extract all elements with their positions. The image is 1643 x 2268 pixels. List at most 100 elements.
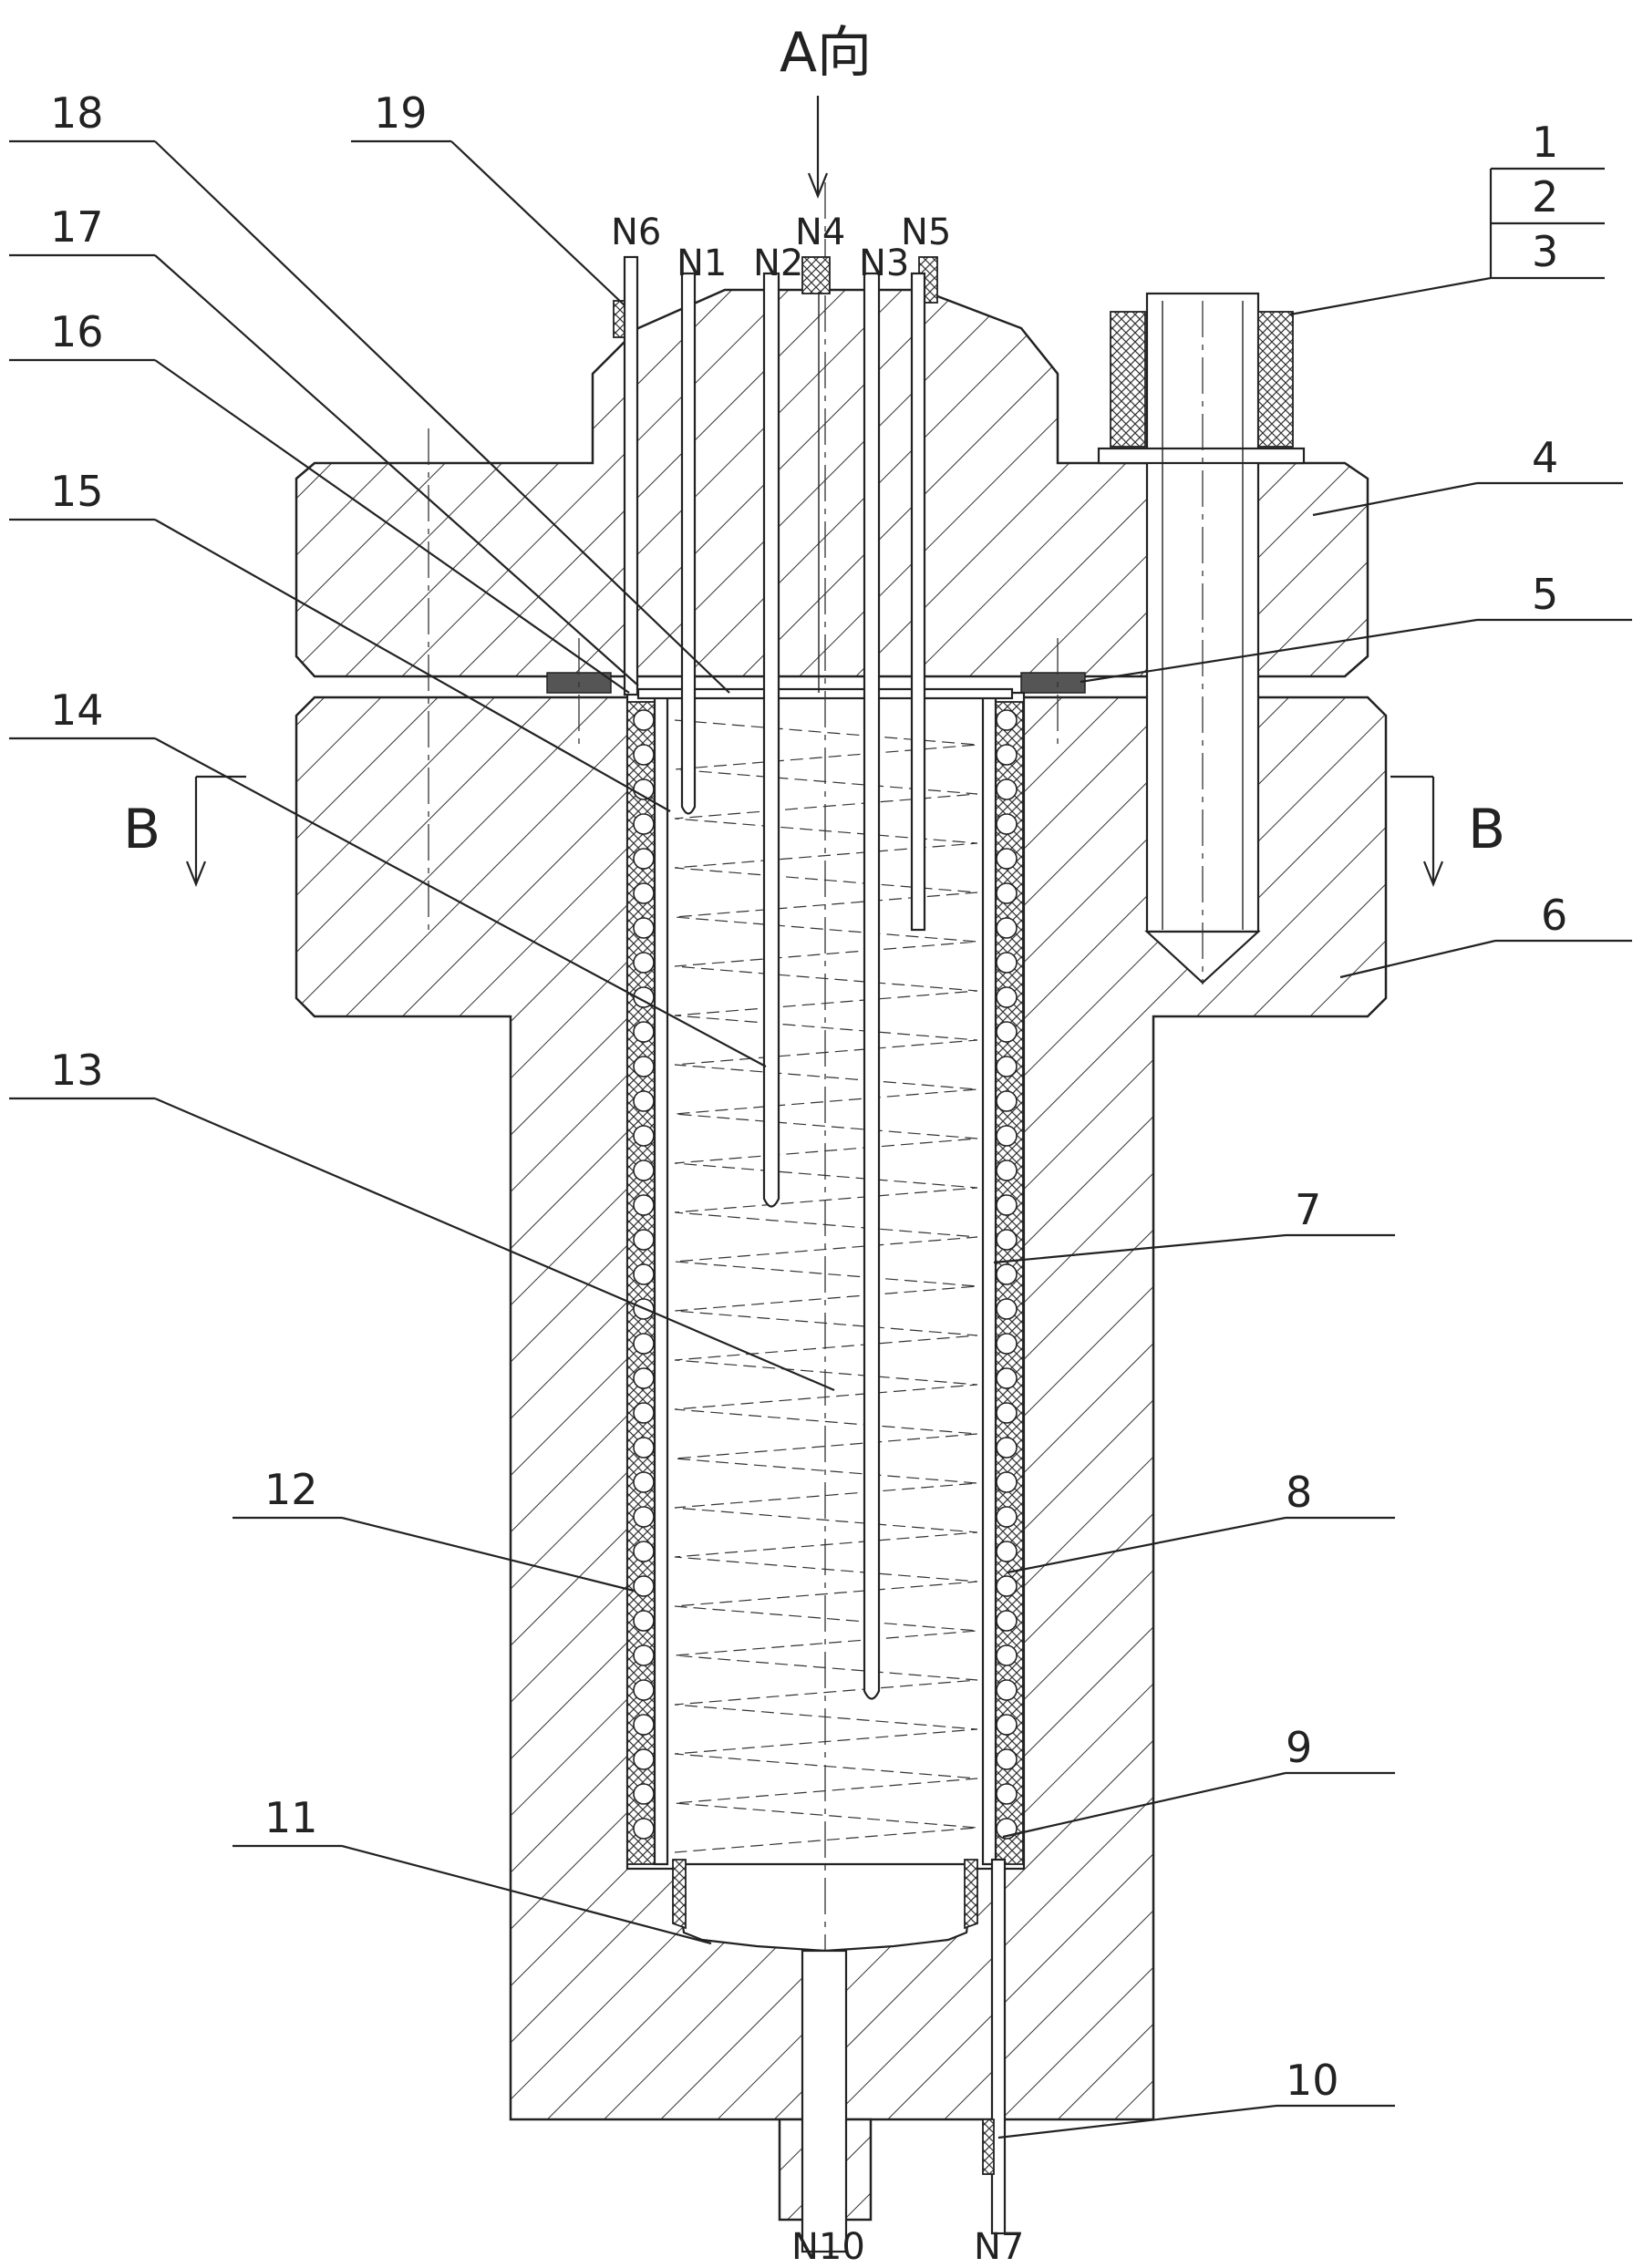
heating-coil-left [633,709,655,1840]
nozzle-label-n3: N3 [859,242,909,284]
coil-turn [633,1090,655,1112]
stud-bolt [1097,292,1306,985]
leader-15 [9,518,671,812]
coil-turn [996,848,1018,870]
coil-turn [996,1644,1018,1666]
nozzle-n3-tube [863,272,881,1700]
coil-turn [996,1714,1018,1736]
coil-turn [633,1714,655,1736]
nozzle-n1-tube [680,272,697,815]
leader-13 [9,1097,835,1392]
section-label-b-left: B [123,798,160,861]
part-label-14: 14 [50,686,104,735]
coil-turn [996,1367,1018,1389]
coil-turn [633,882,655,904]
part-label-8: 8 [1286,1468,1312,1517]
coil-turn [996,709,1018,731]
coil-turn [996,1194,1018,1216]
coil-turn [996,1471,1018,1493]
coil-turn [996,1229,1018,1251]
coil-turn [996,813,1018,835]
section-label-b-right: B [1468,798,1505,861]
part-label-15: 15 [50,467,104,516]
coil-turn [633,1748,655,1770]
section-mark-b-right [1390,775,1444,887]
leader-9 [1002,1771,1395,1839]
leader-14 [9,737,767,1067]
part-label-12: 12 [264,1465,318,1514]
nozzle-n10-tube [778,1949,873,2253]
coil-turn [996,1263,1018,1285]
coil-turn [996,1402,1018,1424]
nozzle-n7-tube [982,1858,1007,2235]
part-label-10: 10 [1286,2056,1339,2105]
part-label-6: 6 [1541,891,1567,940]
coil-turn [996,1333,1018,1355]
part-label-7: 7 [1295,1185,1321,1234]
nozzle-n4-tube [801,256,831,693]
coil-turn [996,1748,1018,1770]
coil-turn [633,1125,655,1147]
coil-turn [633,1229,655,1251]
coil-turn [996,1056,1018,1077]
coil-turn [996,917,1018,939]
nozzle-label-n7: N7 [974,2226,1024,2268]
leader-19 [351,139,625,306]
nozzle-n6-tube [613,255,639,696]
coil-turn [996,1160,1018,1181]
coil-turn [996,1090,1018,1112]
coil-turn [996,1125,1018,1147]
coil-turn [633,917,655,939]
coil-turn [633,1818,655,1840]
leader-6 [1339,939,1632,979]
coil-turn [633,1610,655,1632]
coil-turn [633,1263,655,1285]
coil-turn [996,1541,1018,1562]
coil-turn [996,1437,1018,1459]
part-label-9: 9 [1286,1723,1312,1772]
coil-turn [633,1333,655,1355]
coil-turn [633,1541,655,1562]
coil-turn [996,882,1018,904]
leader-5 [1080,618,1632,684]
coil-turn [996,1575,1018,1597]
leader-1-3 [1289,167,1605,316]
view-arrow-a [807,96,829,199]
coil-turn [633,1471,655,1493]
coil-turn [633,1679,655,1701]
coil-turn [996,1506,1018,1528]
leader-10 [997,2104,1395,2139]
part-label-18: 18 [50,88,104,138]
leader-12 [232,1516,635,1593]
coil-turn [996,1783,1018,1805]
leader-4 [1312,481,1623,517]
part-label-16: 16 [50,307,104,356]
part-label-11: 11 [264,1793,318,1842]
nozzle-n5-tube [910,256,938,932]
coil-turn [633,848,655,870]
nozzle-label-n5: N5 [901,211,951,253]
part-label-17: 17 [50,202,104,252]
leader-11 [232,1844,712,1945]
coil-turn [633,813,655,835]
nozzle-label-n1: N1 [677,242,727,284]
coil-turn [633,1644,655,1666]
nozzle-label-n2: N2 [753,242,803,284]
part-label-13: 13 [50,1046,104,1095]
section-mark-b-left [185,775,246,887]
part-label-4: 4 [1532,433,1558,482]
view-label-a: A向 [780,21,872,85]
coil-turn [996,1298,1018,1320]
coil-turn [633,1056,655,1077]
leader-16 [9,358,630,694]
coil-turn [633,1783,655,1805]
coil-turn [633,1160,655,1181]
part-label-1: 1 [1532,118,1558,167]
part-label-19: 19 [374,88,428,138]
coil-turn [633,1194,655,1216]
part-label-3: 3 [1532,227,1558,276]
gasket-right [1020,672,1086,694]
coil-turn [996,744,1018,766]
leader-7 [993,1233,1395,1264]
